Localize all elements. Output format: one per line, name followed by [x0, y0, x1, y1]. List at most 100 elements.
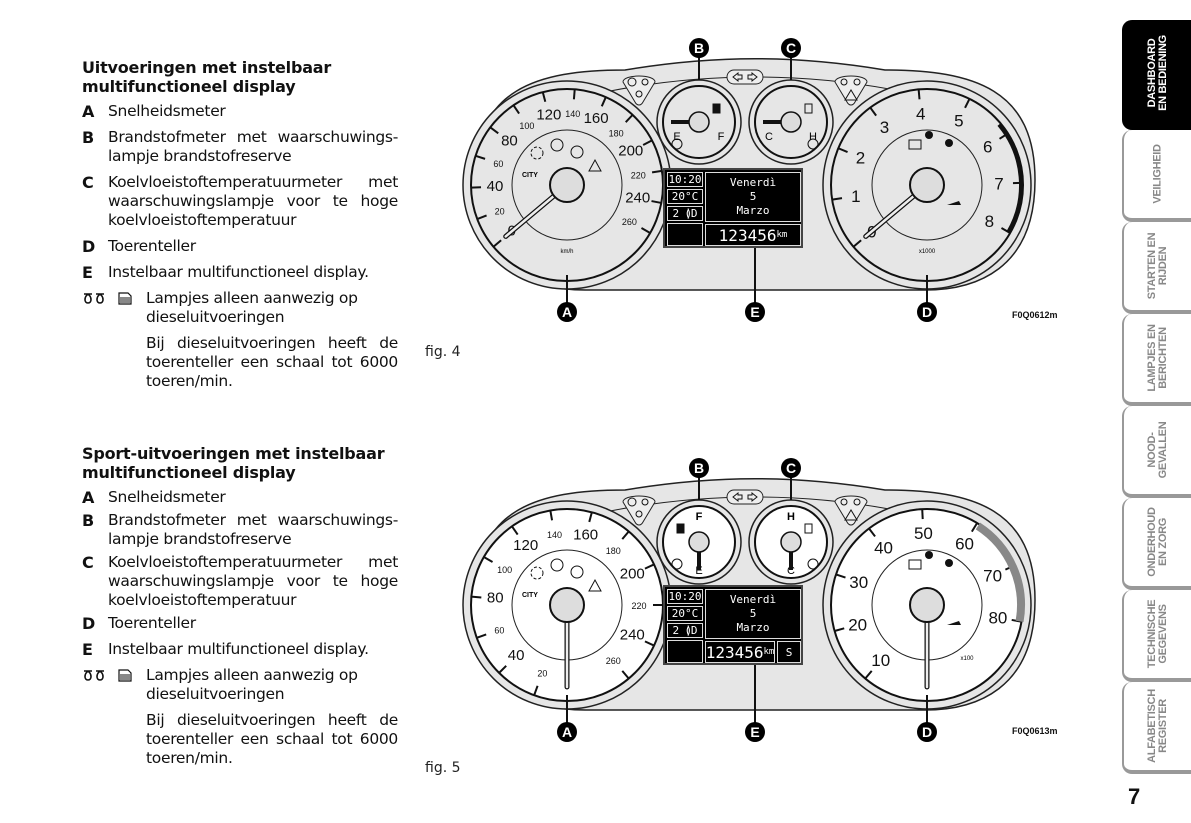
callout-marker-b: B	[689, 38, 709, 58]
display-sport-mode: S	[777, 641, 801, 663]
tab-veiligheid[interactable]: VEILIGHEID	[1122, 130, 1191, 222]
fuel-low-label: E	[673, 131, 680, 143]
speedometer-tick-label: 80	[487, 590, 504, 607]
tachometer-tick	[964, 98, 971, 109]
turn-left-icon	[732, 491, 743, 503]
callout-marker-a: A	[557, 302, 577, 322]
tachometer-tick-label: 7	[994, 174, 1003, 193]
tachometer-tick-label: 80	[988, 609, 1007, 628]
position-light-icon	[641, 498, 649, 506]
legend-item: C Koelvloeistoftemperatuurmeter met waar…	[82, 553, 398, 610]
redline-zone	[975, 522, 1025, 623]
legend-text: Snelheidsmeter	[108, 102, 226, 120]
speedometer-tick-label: 200	[620, 566, 645, 583]
odometer-value: 123456	[718, 225, 777, 245]
city-mode-label: CITY	[522, 172, 538, 179]
tachometer-tick	[869, 106, 877, 117]
speedometer-tick-label: 120	[536, 106, 561, 123]
callout-marker-d: D	[917, 722, 937, 742]
speedometer-tick-label: 200	[618, 143, 643, 160]
esp-warning-icon	[588, 158, 602, 172]
legend-key: A	[82, 102, 95, 121]
brake-warning-icon	[550, 138, 564, 152]
tachometer-tick	[917, 89, 921, 100]
tachometer-tick-label: 3	[880, 118, 889, 137]
legend-key: C	[82, 553, 94, 572]
display-odometer: 123456 km	[705, 641, 775, 663]
speedometer-tick	[492, 239, 502, 248]
callout-marker-e: E	[745, 722, 765, 742]
speedometer-tick-label: 40	[508, 647, 525, 664]
particulate-filter-lamp-icon	[908, 559, 922, 570]
tachometer-tick	[852, 239, 862, 248]
speedometer-tick	[651, 169, 663, 174]
callout-marker-a: A	[557, 722, 577, 742]
fuel-warning-lamp	[671, 558, 683, 570]
general-warning-icon	[844, 509, 858, 521]
section-title: Uitvoeringen met instelbaar multifunctio…	[82, 58, 332, 96]
speedometer-hub	[549, 167, 585, 203]
speedometer-tick	[651, 200, 662, 204]
legend-key: B	[82, 511, 94, 530]
legend-item: C Koelvloeistoftemperatuurmeter met waar…	[82, 173, 398, 230]
speedometer-tick-label: 80	[501, 133, 518, 150]
tachometer-hub	[909, 587, 945, 623]
display-outside-temp: 20°C	[667, 189, 703, 204]
speedometer-tick-label: 180	[606, 546, 621, 556]
legend-text: Toerenteller	[108, 237, 196, 255]
note-text: Lampjes alleen aanwezig op dieseluitvoer…	[146, 666, 358, 703]
light-fault-icon	[635, 90, 643, 98]
speedometer-tick-label: 20	[537, 669, 547, 679]
tab-noodgevallen[interactable]: NOOD-GEVALLEN	[1122, 406, 1191, 498]
redline-zone	[997, 123, 1023, 233]
legend-item: B Brandstofmeter met waarschuwings-lampj…	[82, 511, 398, 549]
legend-key: D	[82, 614, 95, 633]
speedometer-tick	[511, 525, 519, 536]
page-number: 7	[1128, 784, 1141, 809]
turn-signal-housing	[726, 489, 764, 505]
speedometer-tick-label: 60	[493, 159, 503, 169]
tachometer-tick-label: 30	[849, 573, 868, 592]
tachometer-tick-label: 8	[985, 212, 994, 231]
legend-item: A Snelheidsmeter	[82, 488, 398, 507]
tachometer-tick	[834, 627, 845, 632]
display-month: Marzo	[736, 204, 770, 217]
temp-low-label: C	[765, 131, 773, 143]
speedometer-tick-label: 100	[519, 121, 534, 131]
airbag-lamp-icon	[945, 559, 953, 567]
legend-key: E	[82, 640, 93, 659]
speedometer-tick	[644, 563, 655, 570]
fuel-high-label: F	[696, 511, 703, 523]
general-warning-icon	[844, 89, 858, 101]
speedometer-tick	[476, 214, 487, 220]
display-day-number: 5	[749, 607, 757, 620]
tachometer-tick-label: 4	[916, 104, 925, 123]
figure-caption: fig. 4	[425, 344, 461, 360]
legend-text: Snelheidsmeter	[108, 488, 226, 506]
figure-4-dashboard: 020406080100120140160180200220240260CITY…	[455, 30, 1055, 330]
speedometer-tick	[549, 510, 554, 521]
speedometer-tick	[476, 633, 487, 639]
tachometer-tick-label: 50	[914, 524, 933, 543]
tachometer-unit-label: x1000	[919, 249, 936, 255]
speedometer-tick-label: 160	[573, 526, 598, 543]
speedometer-hub	[549, 587, 585, 623]
speedometer-inner-ring	[511, 129, 623, 241]
speedometer-tick-label: 40	[487, 178, 504, 195]
cruise-control-icon	[530, 566, 544, 580]
high-beam-icon	[840, 78, 848, 86]
speedometer-tick	[498, 665, 507, 674]
legend-key: E	[82, 263, 93, 282]
turn-signal-housing	[726, 69, 764, 85]
display-month: Marzo	[736, 621, 770, 634]
tachometer-inner-ring	[871, 129, 983, 241]
